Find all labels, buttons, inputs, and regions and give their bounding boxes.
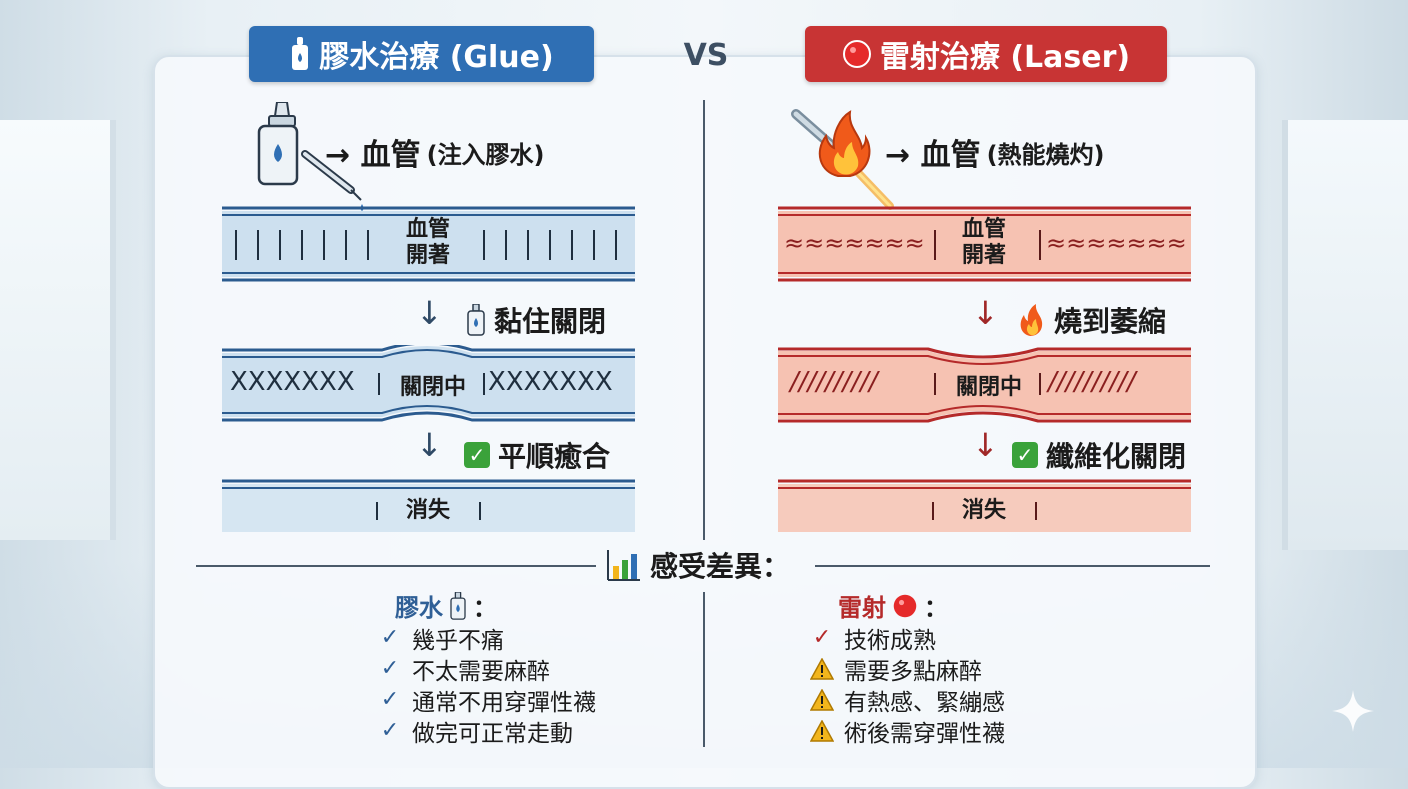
laser-list-item-text: 需要多點麻醉 bbox=[844, 658, 982, 685]
laser-list-colon: ： bbox=[924, 594, 948, 622]
sense-divider-right bbox=[815, 565, 1210, 567]
glue-step2-text: 平順癒合 bbox=[498, 440, 611, 473]
list-item: ✓ 通常不用穿彈性襪 bbox=[378, 684, 596, 716]
laser-list-item-text: 術後需穿彈性襪 bbox=[844, 720, 1005, 747]
vs-label: VS bbox=[683, 38, 729, 73]
laser-list-title-text: 雷射 bbox=[838, 594, 886, 622]
laser-list-item-text: 有熱感、緊繃感 bbox=[844, 689, 1005, 716]
glue-vessel-gone-label: 消失 bbox=[405, 498, 450, 523]
glue-list: ✓ 幾乎不痛 ✓ 不太需要麻醉 ✓ 通常不用穿彈性襪 ✓ 做完可正常走動 bbox=[378, 622, 596, 747]
glue-list-title-text: 膠水 bbox=[395, 594, 443, 622]
list-item: ✓ 幾乎不痛 bbox=[378, 622, 596, 654]
glue-arrow-down-1: ↓ bbox=[416, 294, 443, 332]
glue-intro-sub: (注入膠水) bbox=[426, 140, 545, 169]
laser-list-title: 雷射 ： bbox=[838, 588, 948, 623]
glue-bottle-small-icon bbox=[467, 304, 485, 336]
center-divider-top bbox=[703, 100, 705, 540]
glue-list-item-text: 幾乎不痛 bbox=[412, 627, 504, 654]
laser-intro-sub: (熱能燒灼) bbox=[986, 140, 1105, 169]
list-item: ✓ 技術成熟 bbox=[810, 622, 1005, 654]
warning-icon bbox=[810, 657, 834, 680]
sense-heading-text: 感受差異： bbox=[650, 550, 791, 583]
red-dot-icon bbox=[842, 40, 871, 68]
laser-vessel-closing-label: 關閉中 bbox=[955, 375, 1022, 400]
laser-open-pattern-left: ≈≈≈≈≈≈≈ bbox=[784, 229, 925, 257]
laser-arrow-down-1: ↓ bbox=[972, 294, 999, 332]
laser-open-pattern-right: ≈≈≈≈≈≈≈ bbox=[1046, 229, 1187, 257]
laser-list: ✓ 技術成熟 需要多點麻醉 有熱感、緊繃感 術後需穿彈性襪 bbox=[810, 622, 1005, 747]
glue-vessel-open-label-line1: 血管 bbox=[405, 217, 450, 242]
glue-closing-pattern-left: XXXXXXX bbox=[230, 367, 355, 397]
laser-list-item-text: 技術成熟 bbox=[844, 627, 936, 654]
glue-vessel-closing-label: 關閉中 bbox=[399, 375, 466, 400]
glue-vessel-closing: XXXXXXX 關閉中 XXXXXXX bbox=[222, 345, 635, 425]
glue-list-colon: ： bbox=[473, 594, 497, 622]
list-item: ✓ 做完可正常走動 bbox=[378, 715, 596, 747]
glue-header-title: 膠水治療 (Glue) bbox=[319, 40, 554, 75]
background-window-left bbox=[0, 120, 116, 540]
glue-bottle-small-icon bbox=[450, 591, 466, 620]
glue-header: 膠水治療 (Glue) bbox=[249, 26, 594, 82]
glue-step1: 黏住關閉 bbox=[466, 300, 606, 340]
glue-list-item-text: 通常不用穿彈性襪 bbox=[412, 689, 596, 716]
list-item: 需要多點麻醉 bbox=[810, 653, 1005, 685]
glue-vessel-open: 血管 開著 bbox=[222, 205, 635, 283]
glue-list-title: 膠水 ： bbox=[395, 588, 497, 623]
glue-arrow-down-2: ↓ bbox=[416, 426, 443, 464]
laser-arrow-down-2: ↓ bbox=[972, 426, 999, 464]
list-item: ✓ 不太需要麻醉 bbox=[378, 653, 596, 685]
laser-intro: → 血管 (熱能燒灼) bbox=[885, 130, 1105, 174]
center-divider-bottom bbox=[703, 592, 705, 747]
background-window-right bbox=[1282, 120, 1408, 550]
glue-vessel-open-label-line2: 開著 bbox=[405, 243, 450, 268]
check-box-icon: ✓ bbox=[1012, 442, 1038, 468]
laser-vessel-closing: ////////// 關閉中 ////////// bbox=[778, 345, 1191, 425]
laser-vessel-open: ≈≈≈≈≈≈≈ 血管 開著 ≈≈≈≈≈≈≈ bbox=[778, 205, 1191, 283]
sparkle-icon bbox=[1332, 690, 1374, 732]
laser-vessel-open-label: 血管 開著 bbox=[943, 217, 1025, 269]
check-icon: ✓ bbox=[380, 687, 400, 712]
laser-header-title: 雷射治療 (Laser) bbox=[879, 40, 1131, 75]
sense-heading: 感受差異： bbox=[598, 545, 799, 585]
check-icon: ✓ bbox=[380, 625, 400, 650]
laser-step2: ✓ 纖維化關閉 bbox=[1012, 435, 1186, 475]
glue-list-item-text: 做完可正常走動 bbox=[412, 720, 573, 747]
laser-closing-pattern-left: ////////// bbox=[790, 367, 878, 397]
glue-bottle-icon bbox=[292, 37, 309, 70]
fire-icon bbox=[1020, 304, 1043, 336]
glue-intro: → 血管 (注入膠水) bbox=[325, 130, 545, 174]
check-icon: ✓ bbox=[380, 656, 400, 681]
bar-chart-icon bbox=[607, 550, 640, 581]
glue-closing-pattern-right: XXXXXXX bbox=[488, 367, 613, 397]
laser-vessel-open-label-line1: 血管 bbox=[961, 217, 1006, 242]
glue-step1-text: 黏住關閉 bbox=[494, 305, 607, 338]
laser-vessel-gone: 消失 bbox=[778, 478, 1191, 536]
glue-intro-text: → 血管 bbox=[325, 138, 421, 173]
check-box-icon: ✓ bbox=[464, 442, 490, 468]
glue-vessel-gone: 消失 bbox=[222, 478, 635, 536]
list-item: 有熱感、緊繃感 bbox=[810, 684, 1005, 716]
warning-icon bbox=[810, 719, 834, 742]
laser-vessel-gone-label: 消失 bbox=[961, 498, 1006, 523]
laser-device-fire-icon bbox=[790, 104, 900, 218]
laser-vessel-open-label-line2: 開著 bbox=[961, 243, 1006, 268]
check-icon: ✓ bbox=[812, 625, 832, 650]
laser-step1: 燒到萎縮 bbox=[1016, 300, 1166, 340]
warning-icon bbox=[810, 688, 834, 711]
check-icon: ✓ bbox=[380, 718, 400, 743]
glue-step2: ✓ 平順癒合 bbox=[464, 435, 610, 475]
laser-step1-text: 燒到萎縮 bbox=[1054, 305, 1167, 338]
sense-divider-left bbox=[196, 565, 596, 567]
list-item: 術後需穿彈性襪 bbox=[810, 715, 1005, 747]
glue-vessel-open-label: 血管 開著 bbox=[387, 217, 469, 269]
laser-step2-text: 纖維化關閉 bbox=[1046, 440, 1187, 473]
laser-header: 雷射治療 (Laser) bbox=[805, 26, 1167, 82]
red-dot-icon bbox=[893, 594, 917, 617]
laser-intro-text: → 血管 bbox=[885, 138, 981, 173]
glue-bottle-icon-large bbox=[255, 101, 365, 216]
glue-list-item-text: 不太需要麻醉 bbox=[412, 658, 550, 685]
laser-closing-pattern-right: ////////// bbox=[1048, 367, 1136, 397]
